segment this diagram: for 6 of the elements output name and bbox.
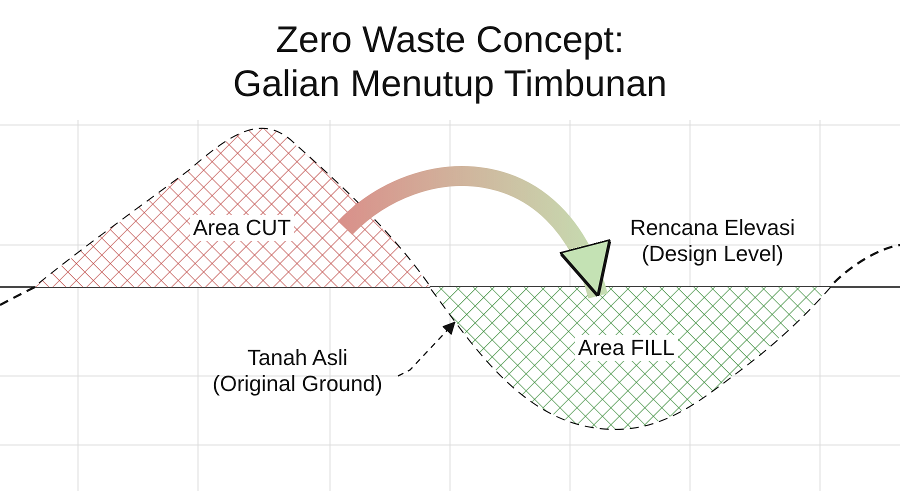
ground-label: Tanah Asli (Original Ground) [190, 345, 405, 398]
design-level-label: Rencana Elevasi (Design Level) [628, 215, 796, 268]
area-label: Area CUT [190, 215, 294, 242]
leader-line [398, 322, 456, 377]
area-label: Area FILL [575, 335, 678, 362]
title: Zero Waste Concept: Galian Menutup Timbunan [232, 18, 668, 106]
